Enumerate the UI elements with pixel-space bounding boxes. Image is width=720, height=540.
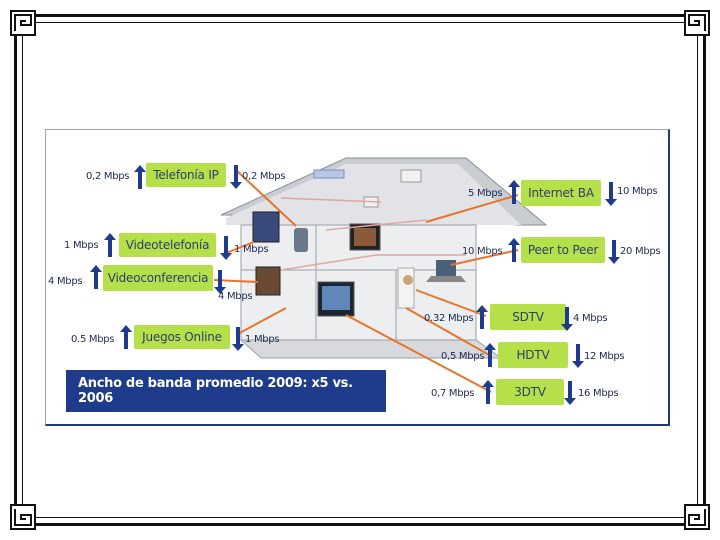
arrow-down-icon: [230, 165, 242, 189]
telefonia-up-value: 0,2 Mbps: [86, 171, 130, 182]
service-box-telefonia: Telefonía IP: [146, 163, 226, 187]
service-box-videoconferencia: Videoconferencia: [103, 265, 213, 291]
hdtv-down-value: 12 Mbps: [584, 351, 625, 362]
videotelefonia-down-value: 1 Mbps: [234, 244, 269, 255]
arrow-down-icon: [561, 307, 573, 331]
telefonia-down-value: 0,2 Mbps: [242, 171, 286, 182]
p2p-down-value: 20 Mbps: [620, 246, 661, 257]
internet-up-value: 5 Mbps: [468, 188, 503, 199]
arrow-up-icon: [134, 165, 146, 189]
bandwidth-summary-banner: Ancho de banda promedio 2009: x5 vs. 200…: [66, 370, 386, 412]
arrow-down-icon: [214, 270, 226, 294]
service-box-juegos-online: Juegos Online: [134, 325, 230, 349]
service-box-videotelefonia: Videotelefonía: [119, 233, 216, 257]
sdtv-up-value: 0.32 Mbps: [424, 313, 474, 324]
service-box-hdtv: HDTV: [498, 342, 568, 368]
videophone-device: [252, 211, 280, 243]
service-box-sdtv: SDTV: [490, 304, 566, 330]
bandwidth-diagram-panel: 0,2 Mbps Telefonía IP 0,2 Mbps 1 Mbps Vi…: [45, 129, 670, 426]
tdtv-up-value: 0,7 Mbps: [431, 388, 475, 399]
service-box-internet-ba: Internet BA: [521, 180, 601, 206]
arrow-down-icon: [608, 240, 620, 264]
arrow-up-icon: [120, 325, 132, 349]
arrow-up-icon: [104, 233, 116, 257]
arrow-up-icon: [476, 305, 488, 329]
hdtv-up-value: 0,5 Mbps: [441, 351, 485, 362]
videotelefonia-up-value: 1 Mbps: [64, 240, 99, 251]
arrow-down-icon: [232, 327, 244, 351]
arrow-up-icon: [482, 380, 494, 404]
tdtv-down-value: 16 Mbps: [578, 388, 619, 399]
slide-frame-inner: [22, 22, 698, 518]
greek-key-corner-icon: [10, 504, 36, 530]
greek-key-corner-icon: [684, 504, 710, 530]
arrow-down-icon: [572, 344, 584, 368]
juegos-down-value: 1 Mbps: [245, 334, 280, 345]
p2p-up-value: 10 Mbps: [462, 246, 503, 257]
arrow-up-icon: [508, 238, 520, 262]
arrow-down-icon: [605, 182, 617, 206]
greek-key-corner-icon: [10, 10, 36, 36]
arrow-down-icon: [220, 236, 232, 260]
videoconferencia-up-value: 4 Mbps: [48, 276, 83, 287]
juegos-up-value: 0.5 Mbps: [71, 334, 115, 345]
arrow-up-icon: [508, 180, 520, 204]
internet-down-value: 10 Mbps: [617, 186, 658, 197]
service-box-peer-to-peer: Peer to Peer: [521, 237, 605, 263]
videoconferencia-down-value: 4 Mbps: [218, 291, 253, 302]
arrow-down-icon: [564, 381, 576, 405]
arrow-up-icon: [90, 265, 102, 289]
house-illustration: [213, 157, 548, 393]
arrow-up-icon: [484, 343, 496, 367]
sdtv-down-value: 4 Mbps: [573, 313, 608, 324]
service-box-3dtv: 3DTV: [496, 379, 564, 405]
greek-key-corner-icon: [684, 10, 710, 36]
slide-frame-outer: [14, 14, 706, 526]
